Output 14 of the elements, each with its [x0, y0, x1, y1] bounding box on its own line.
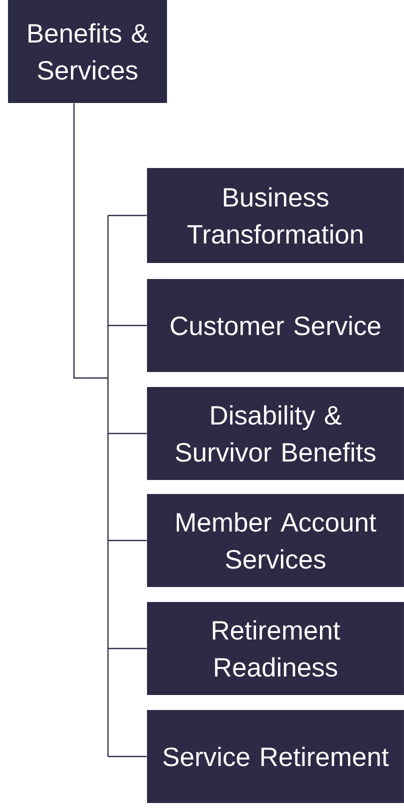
department-box: Service Retirement — [147, 710, 404, 803]
connector-line — [73, 102, 109, 758]
department-box: Member Account Services — [147, 494, 404, 587]
connector-line — [108, 648, 147, 650]
department-box: Retirement Readiness — [147, 602, 404, 695]
department-box: Disability & Survivor Benefits — [147, 387, 404, 480]
connector-line — [108, 540, 147, 542]
connector-line — [108, 756, 147, 758]
connector-line — [108, 324, 147, 326]
title-box: Benefits & Services — [8, 0, 167, 104]
department-box: Customer Service — [147, 279, 404, 372]
connector-line — [108, 214, 147, 216]
department-box: Business Transformation — [147, 168, 404, 263]
connector-line — [108, 432, 147, 434]
